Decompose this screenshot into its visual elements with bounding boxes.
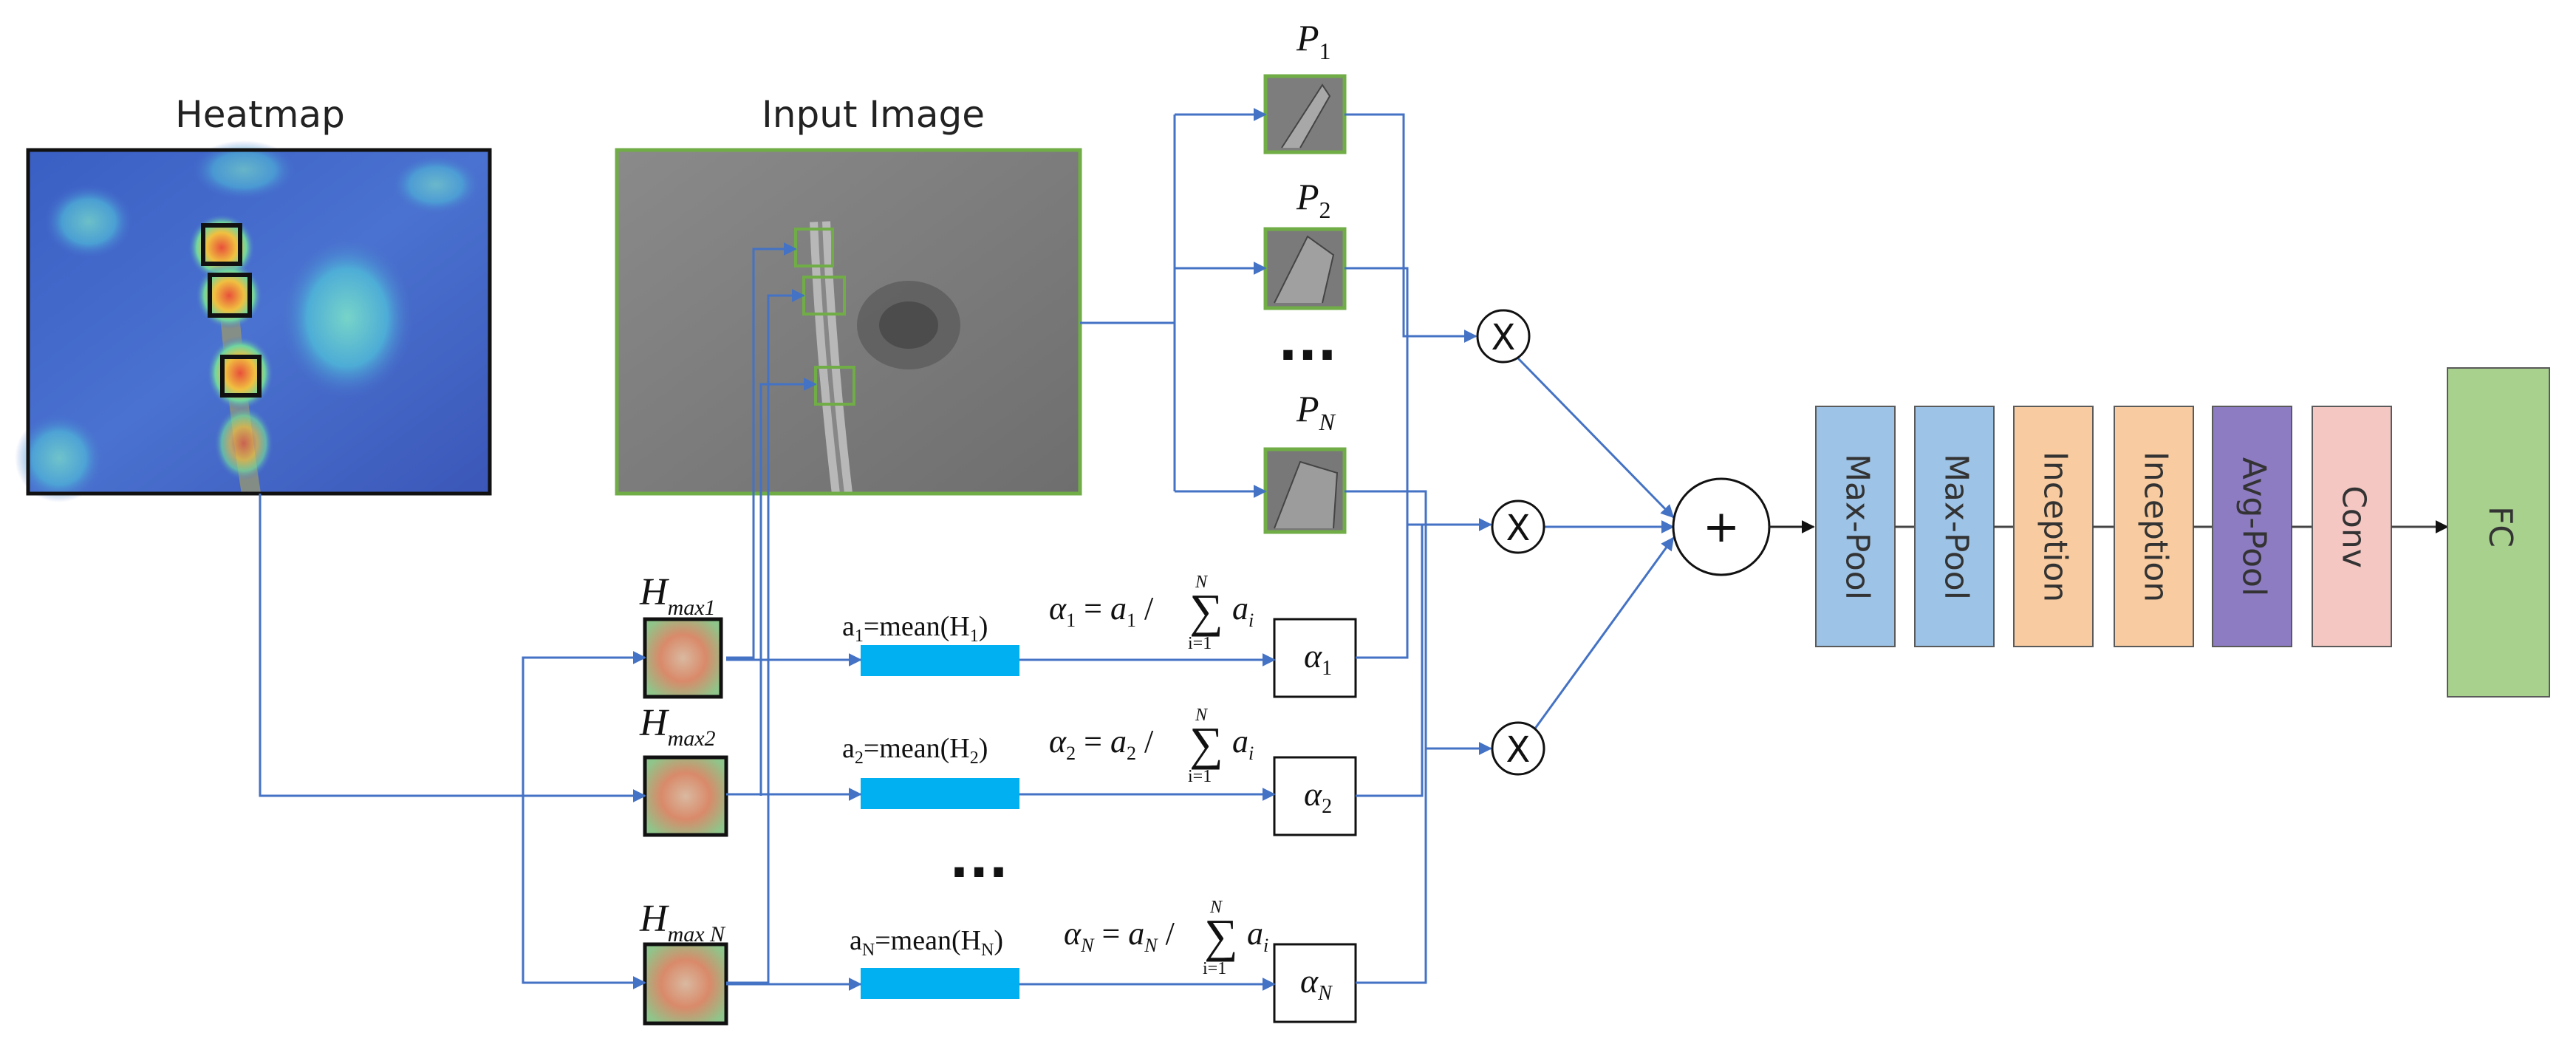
svg-text:ai: ai: [1232, 723, 1254, 764]
mean-label-2: a2=mean(H2): [842, 733, 988, 768]
alpha-box-n: [1273, 943, 1357, 1023]
svg-text:∑: ∑: [1189, 584, 1223, 637]
svg-text:ai: ai: [1232, 590, 1254, 631]
svg-text:P2: P2: [1296, 176, 1331, 223]
input-image: [617, 150, 1080, 495]
svg-text:α1 = a1 /: α1 = a1 /: [1049, 590, 1154, 631]
heatmap-crop-1: [643, 617, 723, 699]
heatmap-crop-label-n: Hmax N: [639, 898, 726, 947]
heatmap-title: Heatmap: [175, 93, 345, 136]
layer-label-1: Max-Pool: [1839, 454, 1876, 600]
svg-text:N: N: [1195, 706, 1209, 725]
layer-avg-pool-block-5: [2212, 406, 2292, 647]
svg-text:+: +: [1703, 501, 1740, 553]
svg-text:N: N: [1209, 898, 1223, 917]
svg-text:Hmax N: Hmax N: [639, 898, 726, 947]
input-to-patches-connectors: [1080, 108, 1267, 498]
alpha-formula-n: αN = aN / ∑ N i=1 ai: [1064, 898, 1268, 978]
svg-text:a2=mean(H2): a2=mean(H2): [842, 733, 988, 768]
multiplier-to-sum-connectors: [1517, 357, 1675, 732]
svg-text:Hmax2: Hmax2: [639, 702, 716, 751]
heatmap-max-box-1: [201, 223, 242, 266]
mean-ellipsis: ···: [949, 842, 1008, 903]
multiply-node-n: X: [1491, 721, 1545, 776]
svg-text:aN=mean(HN): aN=mean(HN): [850, 925, 1003, 960]
svg-text:a1=mean(H1): a1=mean(H1): [842, 611, 988, 646]
alpha-formula-2: α2 = a2 / ∑ N i=1 ai: [1049, 706, 1254, 786]
svg-text:Hmax1: Hmax1: [639, 571, 716, 620]
svg-text:∑: ∑: [1204, 910, 1238, 962]
patch-label-1: P1: [1296, 17, 1331, 64]
svg-text:N: N: [1195, 573, 1209, 592]
layer-label-2: Max-Pool: [1938, 454, 1975, 600]
mean-bar-2: [861, 778, 1019, 809]
layer-max-pool-block-2: [1914, 406, 1995, 647]
crops-to-mean-connectors: [726, 653, 862, 991]
mean-to-alpha-connectors: [1019, 653, 1276, 991]
mean-label-n: aN=mean(HN): [850, 925, 1003, 960]
svg-text:αN = aN /: αN = aN /: [1064, 915, 1175, 956]
svg-text:P1: P1: [1296, 17, 1331, 64]
svg-text:∑: ∑: [1189, 717, 1223, 770]
svg-text:X: X: [1506, 508, 1531, 549]
layer-label-6: Conv: [2335, 485, 2373, 568]
alpha-box-1-label: α1: [1304, 637, 1332, 680]
layer-label-5: Avg-Pool: [2235, 457, 2273, 596]
layer-label-4: Inception: [2137, 451, 2175, 602]
layer-fc-block-7: [2447, 367, 2550, 698]
patch-label-n: PN: [1296, 388, 1336, 435]
mean-bar-1: [861, 645, 1019, 676]
svg-text:i=1: i=1: [1188, 634, 1212, 653]
patch-label-2: P2: [1296, 176, 1331, 223]
svg-text:X: X: [1492, 317, 1516, 358]
multiply-node-1: X: [1476, 309, 1531, 364]
to-multiplier-connectors: [1345, 113, 1492, 984]
mean-bar-n: [861, 968, 1019, 999]
svg-text:α2 = a2 /: α2 = a2 /: [1049, 723, 1154, 764]
sum-node: +: [1672, 477, 1771, 576]
network-layers: Max-Pool Max-Pool Inception Inception Avg-Po…: [1815, 367, 2550, 698]
heatmap-max-box-2: [208, 273, 252, 318]
patch-ellipsis: ···: [1278, 325, 1337, 386]
layer-label-3: Inception: [2037, 451, 2074, 602]
heatmap-image: [15, 140, 490, 502]
svg-text:ai: ai: [1247, 915, 1268, 956]
heatmap-crop-n: [643, 942, 728, 1026]
crops-to-roi-connectors: [726, 242, 817, 984]
alpha-formula-1: α1 = a1 / ∑ N i=1 ai: [1049, 573, 1254, 653]
heatmap-to-crops-connectors: [259, 494, 646, 989]
layer-max-pool-block-1: [1815, 406, 1896, 647]
heatmap-crop-2: [643, 755, 728, 837]
heatmap-crop-label-1: Hmax1: [639, 571, 716, 620]
svg-text:i=1: i=1: [1203, 959, 1226, 978]
heatmap-max-box-3: [220, 355, 262, 398]
multiply-node-2: X: [1491, 499, 1545, 554]
svg-text:i=1: i=1: [1188, 767, 1212, 786]
svg-text:PN: PN: [1296, 388, 1336, 435]
alpha-box-n-label: αN: [1300, 962, 1333, 1005]
alpha-box-2-label: α2: [1304, 775, 1332, 818]
mean-label-1: a1=mean(H1): [842, 611, 988, 646]
svg-text:X: X: [1506, 729, 1531, 771]
layer-label-7: FC: [2481, 506, 2519, 548]
layer-inception-block-4: [2114, 406, 2194, 647]
input-image-title: Input Image: [762, 93, 985, 136]
heatmap-crop-label-2: Hmax2: [639, 702, 716, 751]
